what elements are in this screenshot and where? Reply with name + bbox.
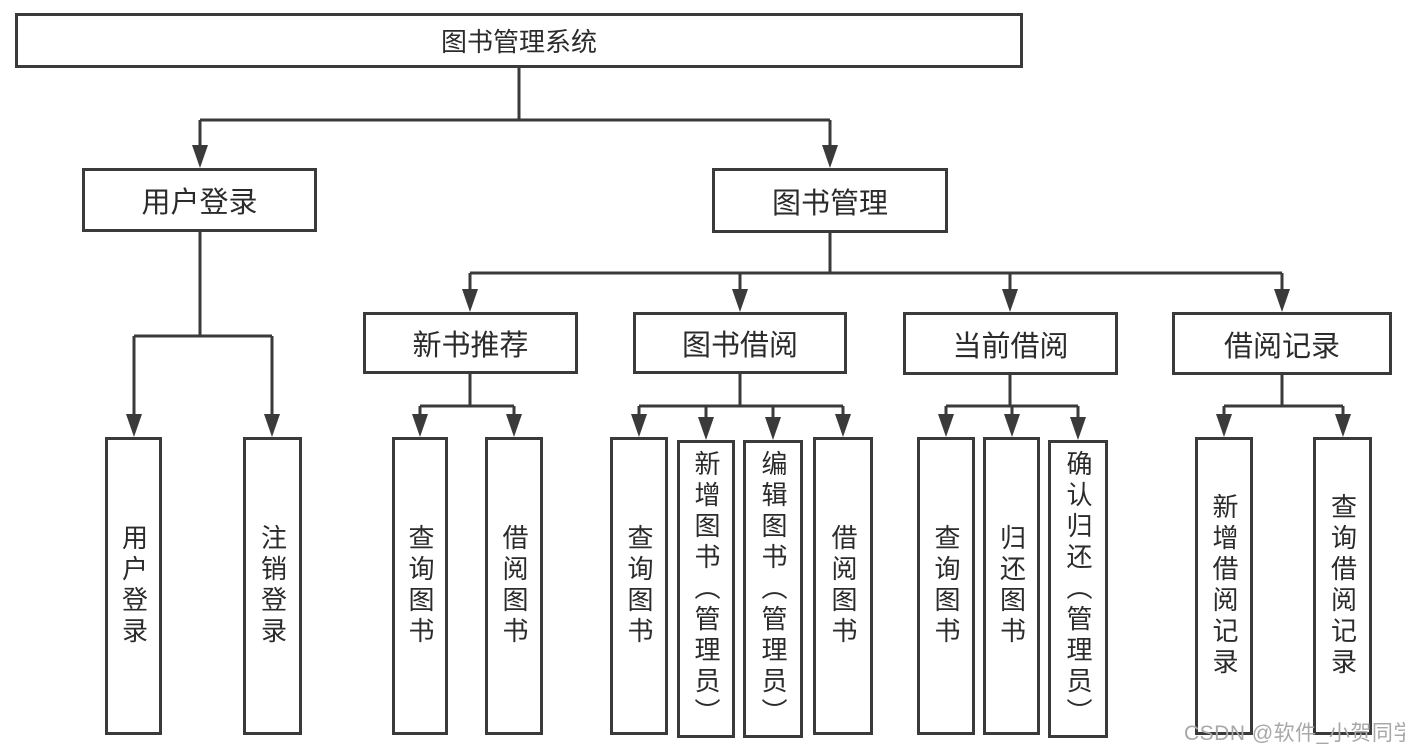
node-library-management-system: 图书管理系统 — [15, 13, 1023, 68]
node-current-borrowing: 当前借阅 — [903, 312, 1118, 375]
node-book-borrowing: 图书借阅 — [633, 312, 847, 374]
csdn-watermark: CSDN @软件_小贺同学 — [1184, 722, 1405, 745]
leaf-query-books-borrowing: 查询图书 — [610, 437, 668, 735]
leaf-add-books-admin: 新增图书（管理员） — [677, 440, 735, 738]
node-user-login: 用户登录 — [82, 168, 317, 232]
leaf-borrow-books-recommend: 借阅图书 — [485, 437, 543, 735]
node-new-book-recommend: 新书推荐 — [363, 312, 578, 374]
leaf-edit-books-admin: 编辑图书（管理员） — [743, 440, 803, 738]
leaf-add-borrow-record: 新增借阅记录 — [1195, 437, 1253, 735]
leaf-query-borrow-record: 查询借阅记录 — [1313, 437, 1372, 735]
leaf-confirm-return-admin: 确认归还（管理员） — [1048, 440, 1108, 738]
leaf-query-books-current: 查询图书 — [917, 437, 975, 735]
leaf-borrow-books-borrowing: 借阅图书 — [813, 437, 873, 735]
leaf-return-books: 归还图书 — [983, 437, 1040, 735]
leaf-user-login: 用户登录 — [105, 437, 162, 735]
leaf-query-books-recommend: 查询图书 — [392, 437, 448, 735]
leaf-logout-login: 注销登录 — [243, 437, 302, 735]
node-borrowing-records: 借阅记录 — [1172, 312, 1392, 375]
node-book-management: 图书管理 — [712, 168, 948, 233]
